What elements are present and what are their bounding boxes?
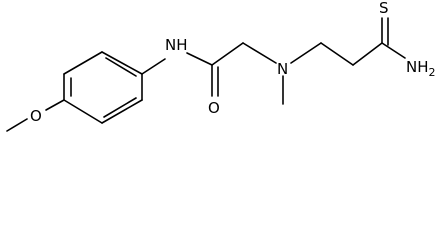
bond-n-chain xyxy=(290,42,322,64)
atom-nh-thioamide-label: NH xyxy=(406,58,429,76)
atom-s-thioamide: S xyxy=(379,0,389,17)
bond-chain-1 xyxy=(320,42,354,66)
atom-o-carbonyl: O xyxy=(208,99,220,117)
atom-nh-amide: NH xyxy=(165,36,188,54)
bond-chain-2 xyxy=(352,42,383,66)
bond-nh-carbonyl xyxy=(186,52,213,66)
bond-ch2-n xyxy=(242,42,277,64)
structure-canvas: O NH O N S NH2 xyxy=(6,0,436,132)
atom-o-methoxy: O xyxy=(30,107,42,125)
bond-o-ring xyxy=(45,99,65,111)
atom-nh-thioamide: NH2 xyxy=(406,58,436,79)
bond-carbonyl-ch2 xyxy=(211,42,244,66)
bond-methyl-o xyxy=(6,118,28,132)
bond-c-nh2 xyxy=(381,42,406,59)
bond-ring-nh xyxy=(141,58,166,75)
benzene-ring xyxy=(63,51,143,124)
atom-nh-thioamide-subscript: 2 xyxy=(429,66,436,79)
atom-n-amine: N xyxy=(277,60,288,78)
